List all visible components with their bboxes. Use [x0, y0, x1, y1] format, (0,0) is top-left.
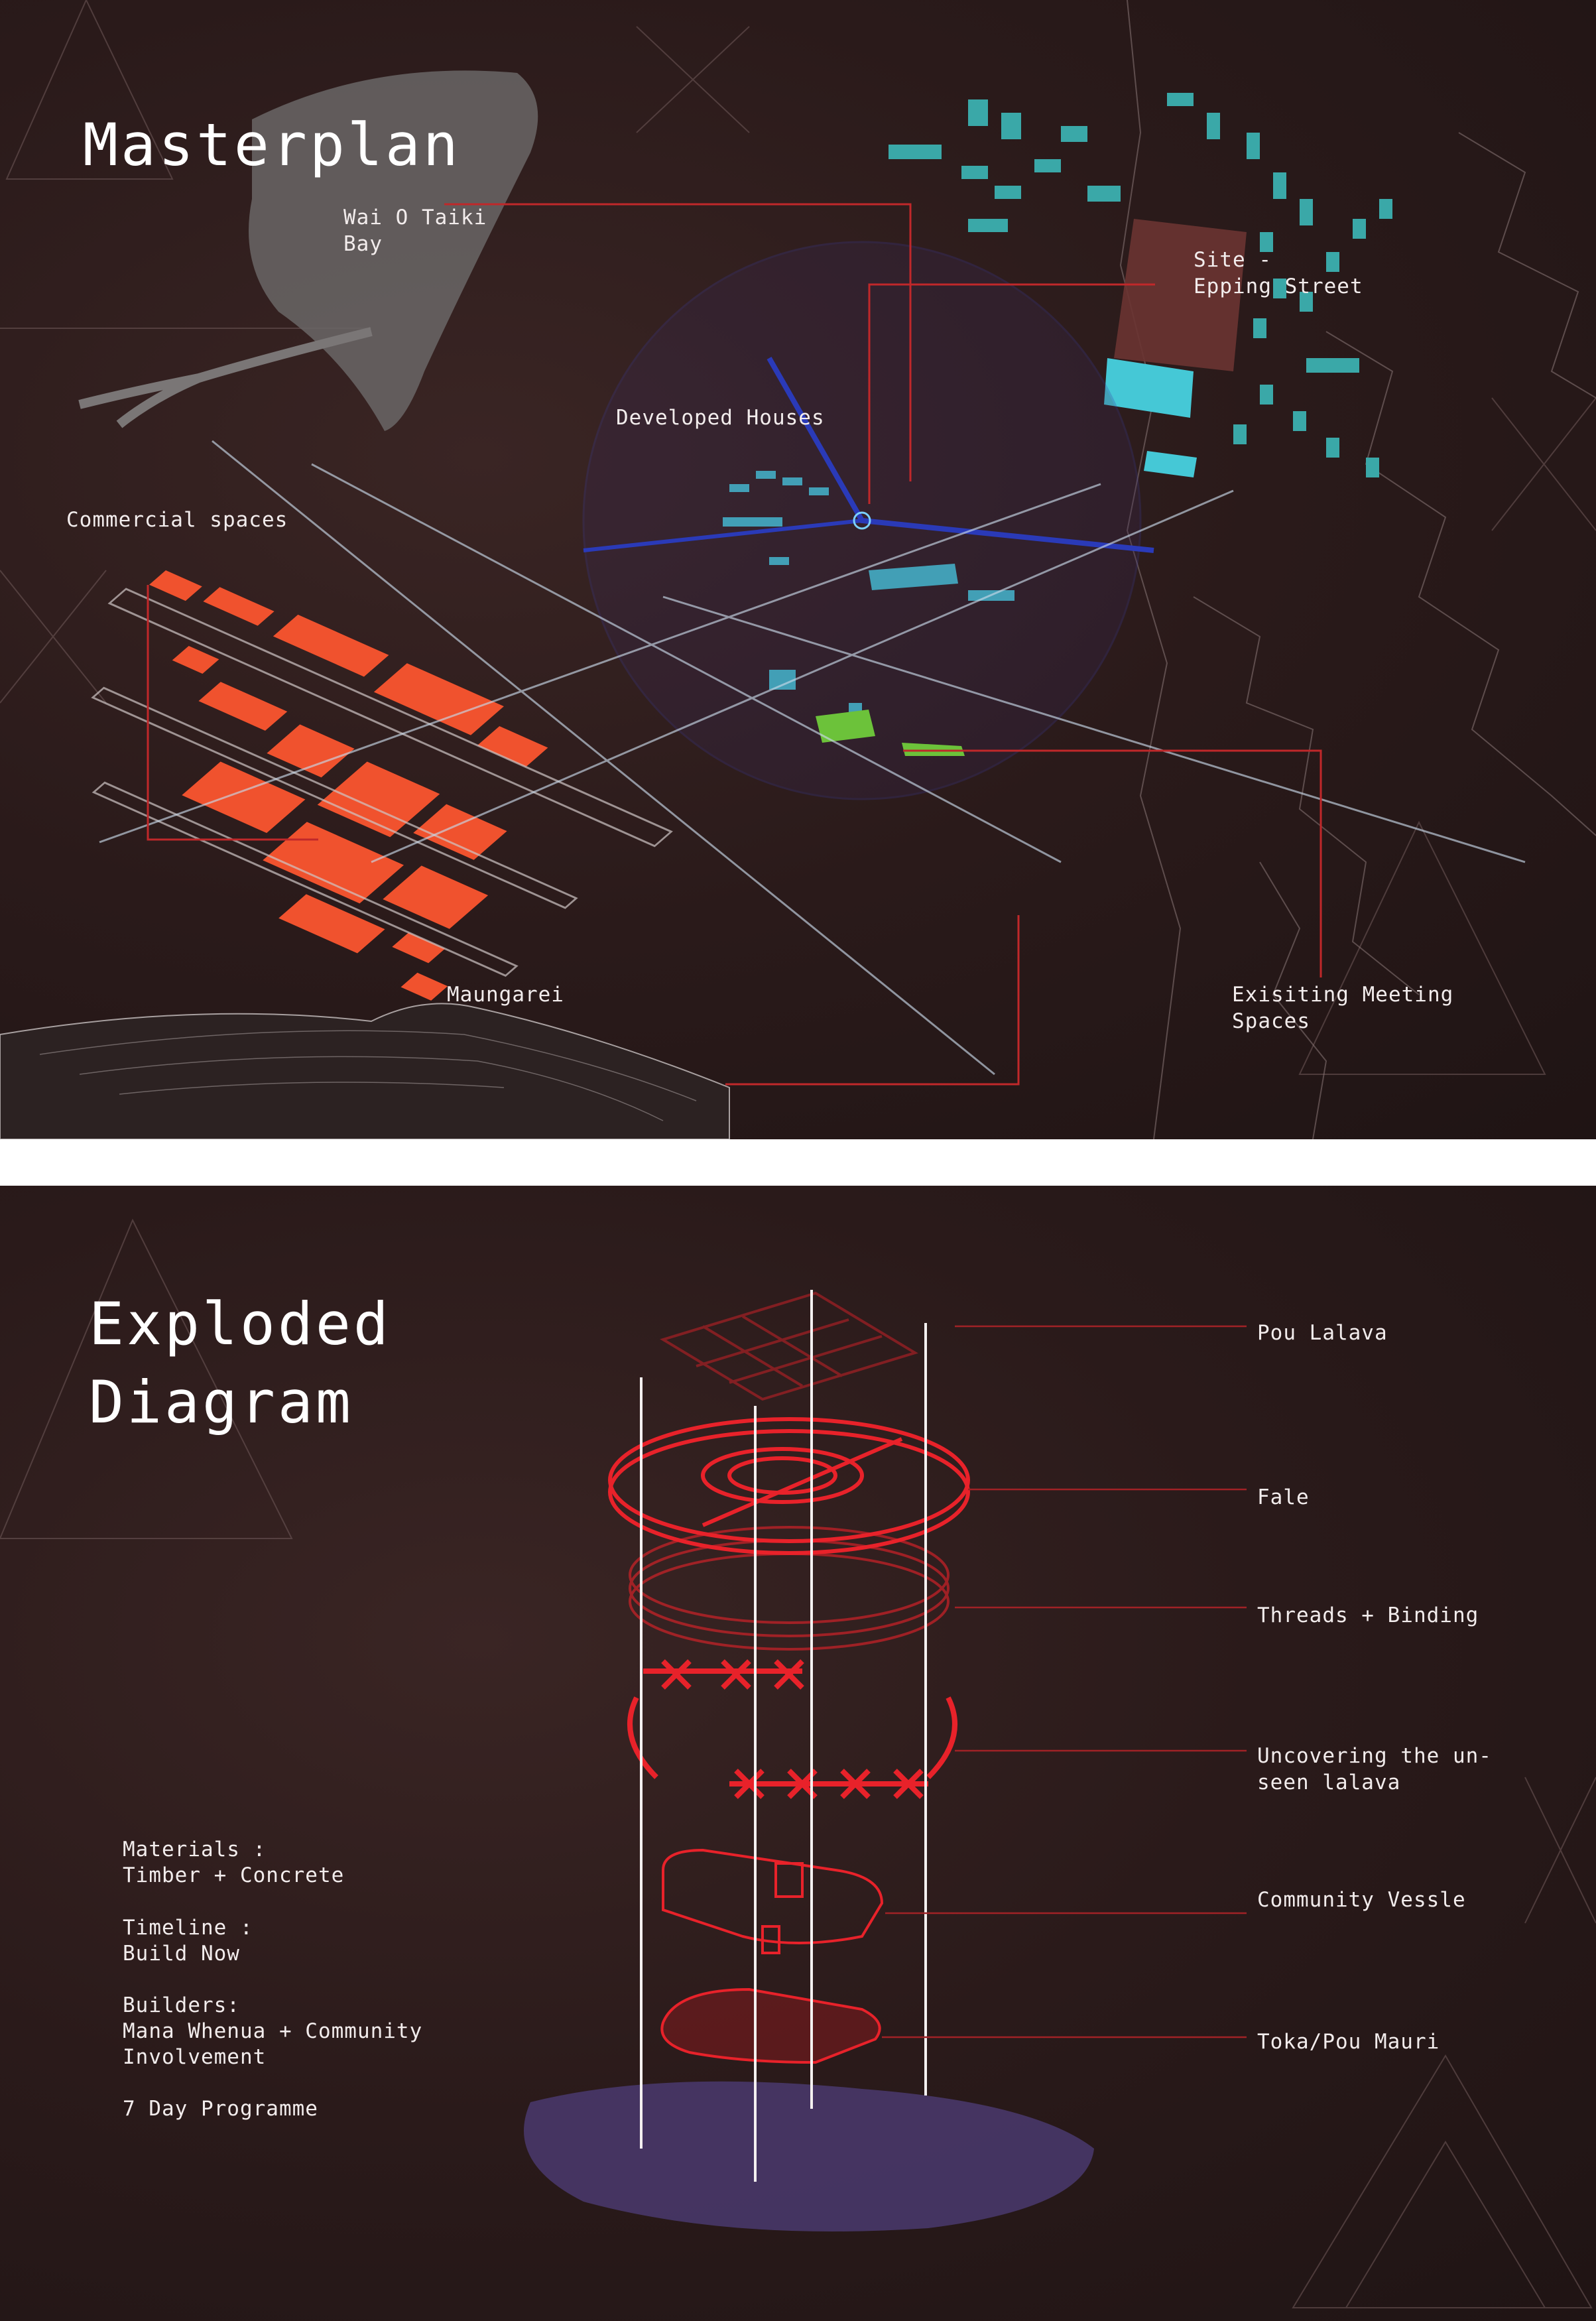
- hill-contours: [39, 1030, 697, 1121]
- label-community-vessle: Community Vessle: [1257, 1888, 1466, 1912]
- programme: 7 Day Programme: [123, 2097, 318, 2121]
- maungarei-hill: [0, 1003, 730, 1139]
- label-uncovering-line1: Uncovering the un-: [1257, 1744, 1492, 1768]
- builders-heading: Builders:: [123, 1993, 240, 2017]
- builders-value-line2: Involvement: [123, 2045, 267, 2069]
- label-wai-o-taiki-bay-line1: Wai O Taiki: [343, 206, 487, 229]
- exploded-diagram-panel: Exploded Diagram Pou Lalava Fale Threads…: [0, 1186, 1596, 2321]
- exploded-title-line2: Diagram: [89, 1368, 353, 1436]
- label-wai-o-taiki-bay-line2: Bay: [343, 232, 383, 256]
- masterplan-title: Masterplan: [83, 111, 461, 179]
- masterplan-map: [0, 0, 1596, 1139]
- label-toka-pou-mauri: Toka/Pou Mauri: [1257, 2030, 1440, 2054]
- component-leader-lines: [882, 1325, 1247, 2039]
- label-site-line2: Epping Street: [1194, 275, 1363, 298]
- masterplan-panel: Masterplan Wai O Taiki Bay Site - Epping…: [0, 0, 1596, 1139]
- timeline-value: Build Now: [123, 1942, 240, 1966]
- label-meeting-line2: Spaces: [1232, 1009, 1310, 1033]
- housing-blocks: [889, 93, 1392, 477]
- label-pou-lalava: Pou Lalava: [1257, 1321, 1388, 1345]
- fale-layer: [608, 1417, 970, 1555]
- meeting-space-blocks: [816, 710, 965, 756]
- community-vessel-layer: [662, 1848, 884, 1954]
- label-maungarei: Maungarei: [447, 983, 564, 1007]
- label-meeting-line1: Exisiting Meeting: [1232, 983, 1454, 1007]
- decorative-triangles: [0, 1218, 1596, 2308]
- sight-lines: [99, 440, 1526, 1076]
- label-developed-houses: Developed Houses: [616, 406, 825, 430]
- threads-binding-layer: [629, 1526, 950, 1651]
- decorative-triangles: [0, 0, 1596, 1075]
- builders-value-line1: Mana Whenua + Community: [123, 2019, 423, 2043]
- label-site-line1: Site -: [1194, 248, 1272, 272]
- label-fale: Fale: [1257, 1485, 1310, 1509]
- timeline-heading: Timeline :: [123, 1916, 253, 1940]
- label-commercial-spaces: Commercial spaces: [66, 508, 288, 532]
- contour-lines: [1119, 0, 1596, 1139]
- pou-vertical-lines: [640, 1290, 927, 2182]
- exploded-title-line1: Exploded: [89, 1290, 391, 1358]
- diagram-layers: [608, 1291, 970, 2064]
- commercial-blocks: [91, 570, 673, 1001]
- toka-stone-base: [524, 2081, 1094, 2231]
- lalava-ring-layer: [627, 1659, 957, 1799]
- walking-radius: [582, 241, 1154, 800]
- pou-lalava-layer: [660, 1291, 918, 1401]
- label-uncovering-line2: seen lalava: [1257, 1771, 1401, 1794]
- materials-value: Timber + Concrete: [123, 1863, 345, 1887]
- exploded-diagram: [0, 1218, 1596, 2308]
- label-threads-binding: Threads + Binding: [1257, 1603, 1479, 1627]
- leader-lines: [147, 203, 1322, 1086]
- toka-pou-mauri-layer: [660, 1987, 881, 2064]
- river-shape: [78, 327, 373, 428]
- site-epping-street: [1114, 219, 1247, 371]
- materials-heading: Materials :: [123, 1838, 267, 1861]
